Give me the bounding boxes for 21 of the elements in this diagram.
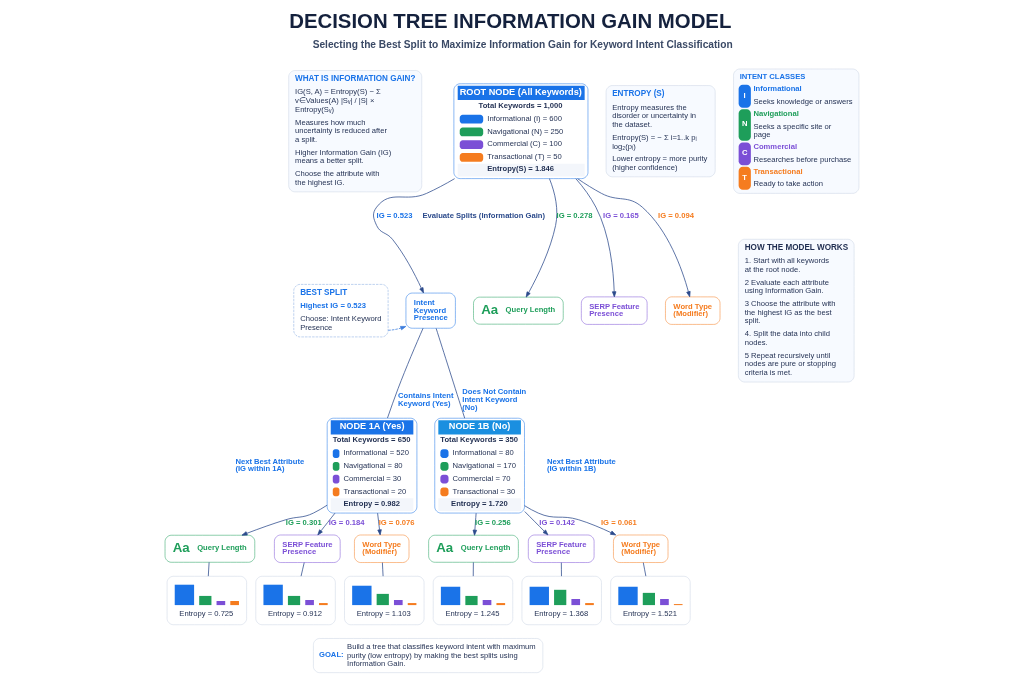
arrow — [524, 505, 617, 536]
arrow — [577, 178, 691, 298]
connector — [382, 562, 384, 577]
connector — [472, 561, 474, 577]
connector — [300, 562, 305, 577]
arrow — [575, 178, 617, 298]
arrow — [373, 178, 455, 294]
connector — [642, 562, 647, 577]
arrow — [525, 178, 558, 298]
arrow — [472, 512, 477, 536]
connector — [560, 562, 562, 577]
connector — [435, 328, 466, 419]
arrow — [524, 511, 549, 536]
connector — [207, 561, 210, 577]
arrow — [317, 512, 336, 536]
diagram-title: DECISION TREE INFORMATION GAIN MODEL — [289, 10, 732, 33]
label: Selecting the Best Split to Maximize Information Gain for Keyword Intent Classification — [312, 39, 733, 51]
arrow — [387, 326, 407, 331]
arrow — [241, 504, 328, 536]
connector — [387, 327, 424, 419]
arrow — [377, 512, 382, 536]
